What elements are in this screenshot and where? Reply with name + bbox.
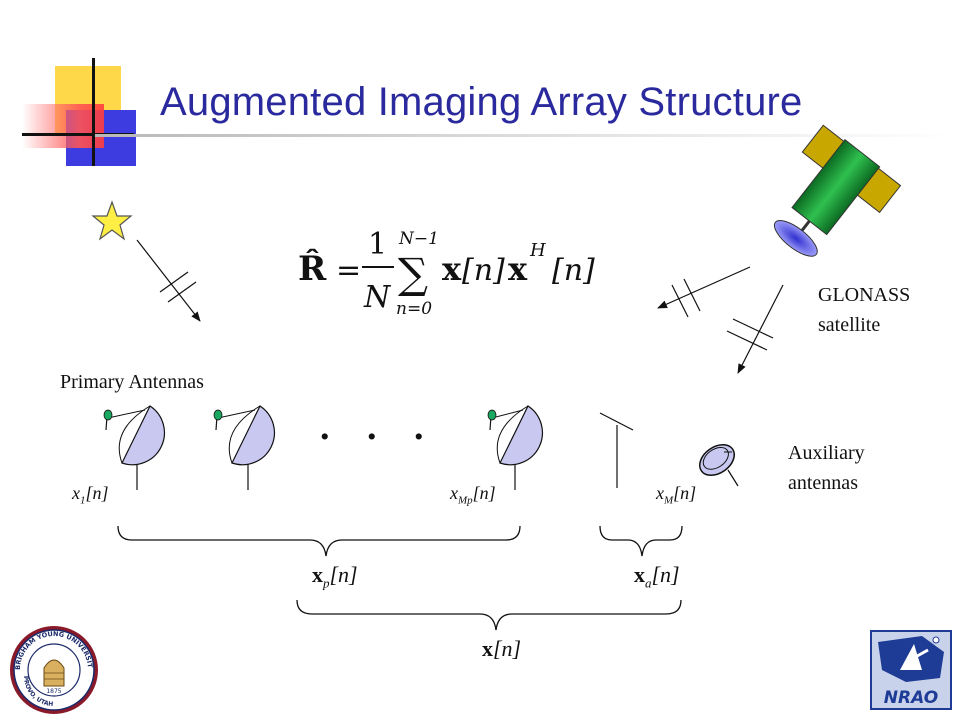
vector-x-arg: [n]	[493, 636, 522, 661]
signal-xm-arg: [n]	[673, 483, 697, 503]
satellite-signal-ray-down	[726, 284, 784, 374]
formula-term-H: H	[529, 240, 546, 261]
primary-dish-mp-icon	[487, 405, 544, 490]
auxiliary-line-2: antennas	[788, 472, 858, 494]
formula-frac-num: 1	[368, 227, 387, 262]
decor-horizontal-line	[22, 133, 134, 136]
signal-x1-sub: 1	[80, 494, 86, 507]
glonass-satellite-label: GLONASS satellite	[818, 280, 910, 340]
auxiliary-dipole-icon	[599, 412, 634, 488]
primary-antennas-label: Primary Antennas	[60, 371, 204, 393]
vector-x-label: x[n]	[482, 636, 521, 662]
formula-sum-lower: n=0	[396, 299, 432, 319]
decor-vertical-line	[92, 58, 95, 166]
signal-xmp-sub: Mp	[458, 494, 473, 507]
vector-xa-arg: [n]	[651, 562, 680, 587]
vector-x-base: x	[482, 636, 493, 661]
brace-primary	[117, 525, 521, 557]
signal-xmp-label: xMp[n]	[450, 483, 496, 507]
formula-frac-den: N	[363, 280, 392, 315]
ellipsis: . . .	[320, 406, 438, 448]
vector-xa-label: xa[n]	[634, 562, 680, 591]
nrao-logo-text: NRAO	[884, 688, 938, 708]
formula-term-x: x	[442, 250, 462, 288]
auxiliary-line-1: Auxiliary	[788, 442, 865, 464]
nrao-logo: NRAO	[870, 630, 952, 710]
byu-seal-year: 1875	[46, 688, 61, 695]
formula-lhs: R̂	[298, 248, 327, 289]
glonass-line-1: GLONASS	[818, 284, 911, 306]
formula-term-xH: x	[508, 250, 528, 288]
formula-term-n: [n]	[462, 253, 505, 288]
auxiliary-antennas-label: Auxiliary antennas	[788, 438, 865, 498]
formula-equals: =	[336, 253, 361, 288]
signal-x1-arg: [n]	[85, 483, 109, 503]
vector-xp-base: x	[312, 562, 323, 587]
glonass-line-2: satellite	[818, 314, 881, 336]
page-title: Augmented Imaging Array Structure	[160, 80, 803, 124]
primary-dish-2-icon	[213, 405, 276, 490]
signal-xmp-base: x	[450, 483, 458, 503]
primary-dish-1-icon	[103, 405, 166, 490]
vector-xa-sub: a	[645, 575, 652, 591]
star-icon	[91, 200, 133, 241]
decor-red-block	[22, 104, 104, 148]
signal-xm-base: x	[656, 483, 664, 503]
vector-xp-label: xp[n]	[312, 562, 358, 591]
formula-sum-upper: N−1	[398, 229, 439, 249]
title-underline	[95, 134, 955, 137]
brace-all	[296, 599, 682, 631]
brace-auxiliary	[599, 525, 683, 557]
star-signal-ray	[136, 239, 201, 322]
vector-xp-arg: [n]	[329, 562, 358, 587]
signal-x1-label: x1[n]	[72, 483, 109, 507]
signal-xm-label: xM[n]	[656, 483, 696, 507]
signal-xmp-arg: [n]	[472, 483, 496, 503]
vector-xa-base: x	[634, 562, 645, 587]
byu-seal-logo: BRIGHAM YOUNG UNIVERSITY PROVO, UTAH 187…	[8, 624, 98, 714]
vector-xp-sub: p	[323, 575, 330, 591]
satellite-icon	[773, 124, 902, 257]
formula-sum-symbol: ∑	[398, 249, 428, 298]
auxiliary-dish-icon	[698, 444, 739, 487]
signal-x1-base: x	[72, 483, 80, 503]
covariance-formula: R̂ = 1 N N−1 ∑ n=0 x [n] x H [n]	[298, 227, 595, 319]
formula-term-n-2: [n]	[552, 253, 595, 288]
satellite-signal-ray-left	[657, 266, 751, 318]
signal-xm-sub: M	[664, 494, 674, 507]
